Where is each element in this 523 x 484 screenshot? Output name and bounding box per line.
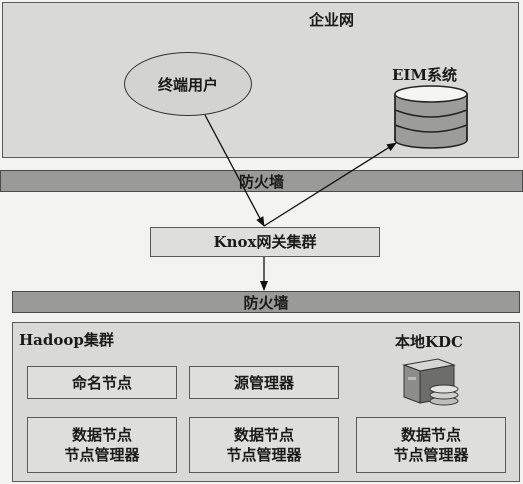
data-node-label: 数据节点 节点管理器: [393, 426, 469, 464]
arrow-user-to-knox: [204, 114, 265, 227]
knox-gateway-box: Knox网关集群: [150, 227, 380, 257]
resource-manager-label: 源管理器: [233, 373, 294, 392]
resource-manager-box: 源管理器: [189, 366, 339, 399]
data-node-label: 数据节点 节点管理器: [226, 426, 302, 464]
data-node-box: 数据节点 节点管理器: [356, 417, 506, 473]
local-kdc-label: 本地KDC: [395, 333, 463, 351]
firewall-top-label: 防火墙: [238, 172, 284, 191]
data-node-label: 数据节点 节点管理器: [64, 426, 140, 464]
data-node-box: 数据节点 节点管理器: [27, 417, 177, 473]
end-user-label: 终端用户: [157, 75, 218, 94]
name-node-label: 命名节点: [71, 373, 132, 392]
firewall-bottom-label: 防火墙: [243, 293, 289, 312]
eim-system-label: EIM系统: [392, 66, 458, 84]
knox-gateway-label: Knox网关集群: [213, 233, 317, 251]
enterprise-network-zone: 企业网: [2, 2, 519, 158]
name-node-box: 命名节点: [27, 366, 177, 399]
enterprise-network-label: 企业网: [309, 11, 355, 29]
end-user-node: 终端用户: [124, 52, 252, 116]
firewall-top: 防火墙: [0, 170, 523, 192]
database-icon: [394, 85, 468, 149]
arrow-knox-to-eim: [263, 142, 397, 227]
hadoop-cluster-label: Hadoop集群: [19, 331, 114, 349]
firewall-bottom: 防火墙: [12, 291, 520, 313]
server-icon: [402, 358, 459, 406]
data-node-box: 数据节点 节点管理器: [189, 417, 339, 473]
